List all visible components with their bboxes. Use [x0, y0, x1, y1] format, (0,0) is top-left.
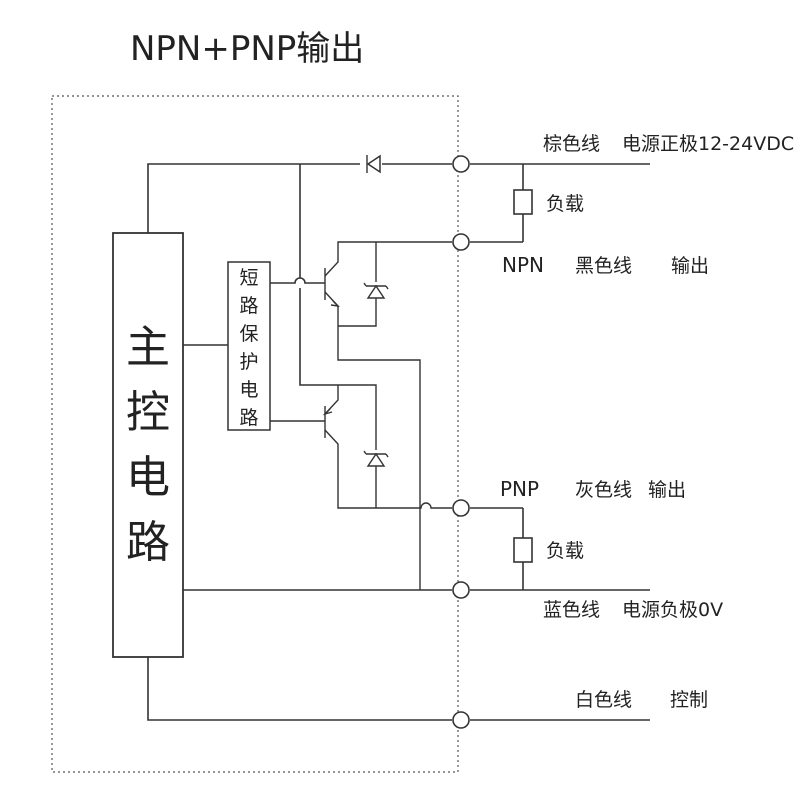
base-wire-npn	[270, 277, 325, 284]
main-control-char: 主	[126, 322, 170, 373]
terminal-npn	[452, 233, 470, 251]
protect-char: 电	[239, 379, 258, 401]
pnp-type-label: PNP	[500, 477, 539, 501]
load-bottom-label: 负载	[546, 540, 584, 562]
npn-wire-desc: 输出	[671, 255, 709, 277]
zener-npn-bar	[363, 282, 389, 290]
zener-pnp-bar	[363, 450, 389, 458]
circuit-wires	[147, 163, 650, 721]
blue-wire-desc: 电源负极0V	[622, 599, 723, 621]
protect-char: 保	[239, 323, 258, 345]
control-wire	[147, 657, 452, 721]
main-control-char: 控	[126, 387, 170, 438]
npn-emitter-arrow	[330, 300, 340, 307]
terminal-white	[452, 711, 470, 729]
short-circuit-protection-box	[227, 261, 271, 431]
npn-emitter	[324, 291, 421, 590]
terminal-blue	[452, 581, 470, 599]
vplus-rail	[299, 288, 338, 386]
brown-wire-name: 棕色线	[543, 133, 600, 155]
zener-wire	[338, 384, 377, 450]
terminal-pnp	[452, 499, 470, 517]
pnp-emitter-arrow	[322, 408, 333, 416]
main-control-label: 主 控 电 路	[126, 322, 170, 568]
load-top-box	[513, 189, 533, 215]
supply-diode-icon	[366, 154, 381, 174]
main-control-char: 电	[126, 452, 170, 503]
zener-wire	[338, 298, 377, 327]
supply-wire	[147, 163, 360, 233]
protect-char: 短	[239, 267, 258, 289]
pnp-wire-desc: 输出	[648, 479, 686, 501]
npn-wire-name: 黑色线	[575, 255, 632, 277]
zener-npn-icon	[366, 284, 386, 299]
diagram-title: NPN+PNP输出	[130, 29, 364, 69]
load-bottom-box	[513, 537, 533, 563]
npn-collector	[324, 241, 452, 277]
main-control-box	[112, 232, 184, 658]
zener-pnp-icon	[366, 452, 386, 467]
brown-wire-desc: 电源正极12-24VDC	[622, 133, 794, 155]
terminal-brown	[452, 155, 470, 173]
protect-char: 路	[239, 295, 258, 317]
load-top-label: 负载	[546, 193, 584, 215]
protect-char: 护	[239, 351, 258, 373]
main-control-char: 路	[126, 517, 170, 568]
short-circuit-protection-label: 短 路 保 护 电 路	[239, 267, 258, 429]
pnp-emitter	[324, 385, 339, 415]
pnp-collector	[324, 429, 452, 509]
sensor-boundary	[51, 95, 459, 773]
blue-wire-name: 蓝色线	[543, 599, 600, 621]
pnp-wire-name: 灰色线	[575, 479, 632, 501]
protect-char: 路	[239, 407, 258, 429]
white-wire-name: 白色线	[575, 689, 632, 711]
white-wire-desc: 控制	[670, 689, 708, 711]
npn-type-label: NPN	[502, 253, 544, 277]
